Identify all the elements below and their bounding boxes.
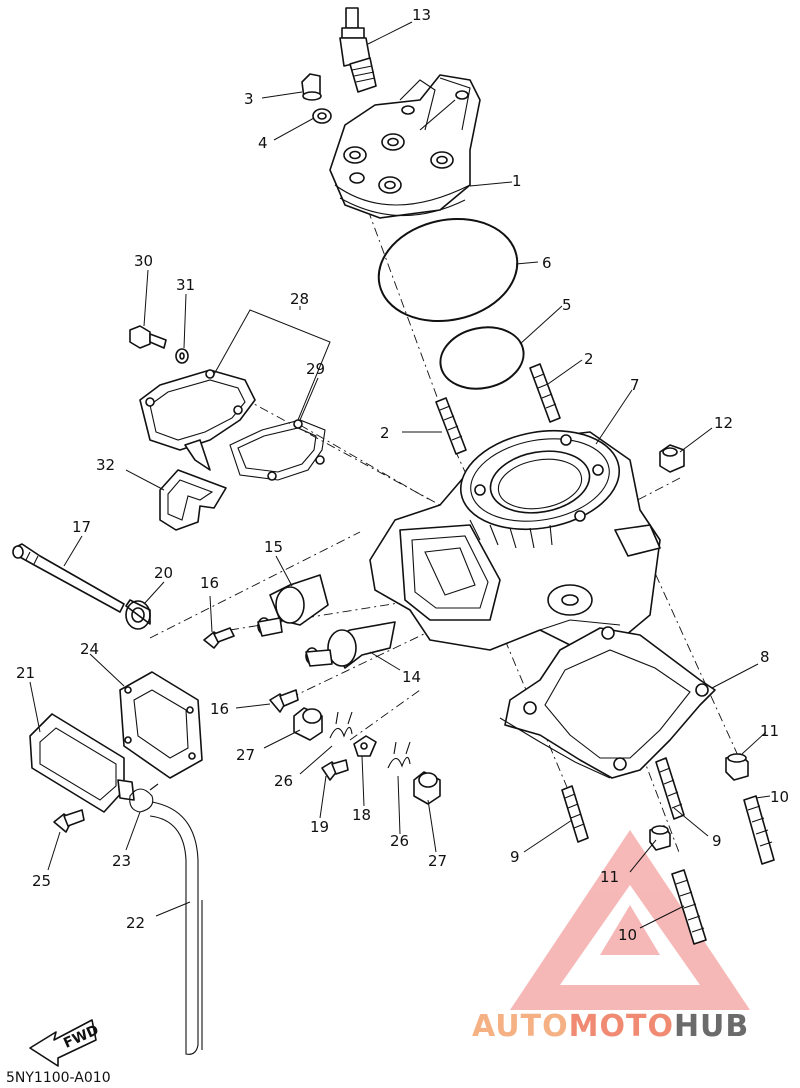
label-13: 13 bbox=[412, 6, 431, 24]
label-11b: 11 bbox=[600, 868, 619, 886]
spring-26-upper bbox=[329, 711, 353, 739]
label-1: 1 bbox=[512, 172, 522, 190]
label-30: 30 bbox=[134, 252, 153, 270]
diagram-code: 5NY1100-A010 bbox=[6, 1070, 111, 1086]
stud-bolt-2-right bbox=[529, 363, 561, 423]
label-14: 14 bbox=[402, 668, 421, 686]
label-21: 21 bbox=[16, 664, 35, 682]
label-15: 15 bbox=[264, 538, 283, 556]
collar-27-lower bbox=[413, 771, 441, 805]
watermark-brand-text: AUTOMOTOHUB bbox=[472, 1009, 749, 1044]
svg-text:AUTOMOTOHUB: AUTOMOTOHUB bbox=[472, 1009, 749, 1044]
nut-11-lower bbox=[649, 825, 671, 851]
label-5: 5 bbox=[562, 296, 572, 314]
label-31: 31 bbox=[176, 276, 195, 294]
base-gasket-8 bbox=[499, 626, 716, 779]
label-10a: 10 bbox=[770, 788, 789, 806]
clamp-23 bbox=[129, 783, 159, 813]
label-23: 23 bbox=[112, 852, 131, 870]
stud-bolt-10-right bbox=[743, 795, 775, 865]
bolt-19 bbox=[321, 759, 349, 781]
screw-16-lower bbox=[269, 689, 299, 713]
label-26a: 26 bbox=[274, 772, 293, 790]
valve-cover-28 bbox=[139, 369, 256, 471]
stud-bolt-9-right bbox=[655, 757, 685, 820]
label-2a: 2 bbox=[584, 350, 594, 368]
label-25: 25 bbox=[32, 872, 51, 890]
hose-22 bbox=[149, 801, 203, 1055]
spark-plug-13 bbox=[339, 7, 377, 93]
gasket-24 bbox=[119, 671, 203, 779]
watermark-auto: AUTO bbox=[472, 1009, 569, 1044]
label-20: 20 bbox=[154, 564, 173, 582]
label-19: 19 bbox=[310, 818, 329, 836]
bushing-20 bbox=[125, 599, 151, 630]
nut-12 bbox=[659, 444, 685, 473]
label-32: 32 bbox=[96, 456, 115, 474]
cover-21 bbox=[29, 713, 135, 813]
label-28: 28 bbox=[290, 290, 309, 308]
gasket-29 bbox=[229, 419, 326, 481]
spring-26-lower bbox=[387, 741, 411, 769]
callout-labels: 1 2 2 3 4 5 6 7 8 9 9 10 10 11 11 12 13 … bbox=[16, 6, 789, 944]
valve-assembly-15 bbox=[257, 574, 329, 637]
label-11a: 11 bbox=[760, 722, 779, 740]
label-18: 18 bbox=[352, 806, 371, 824]
label-22: 22 bbox=[126, 914, 145, 932]
bolt-30 bbox=[129, 325, 167, 349]
screw-25 bbox=[53, 809, 85, 833]
stud-bolt-2-left bbox=[435, 397, 467, 455]
label-16a: 16 bbox=[200, 574, 219, 592]
watermark-hub: HUB bbox=[674, 1009, 749, 1044]
cylinder-head-1 bbox=[329, 74, 481, 219]
label-17: 17 bbox=[72, 518, 91, 536]
o-ring-5 bbox=[439, 326, 525, 390]
watermark-moto: MOTO bbox=[569, 1009, 674, 1044]
label-4: 4 bbox=[258, 134, 268, 152]
label-29: 29 bbox=[306, 360, 325, 378]
rubber-block-32 bbox=[159, 469, 227, 531]
label-27a: 27 bbox=[236, 746, 255, 764]
shaft-17 bbox=[12, 543, 125, 613]
label-10b: 10 bbox=[618, 926, 637, 944]
washer-31 bbox=[175, 348, 189, 364]
stud-bolt-9-left bbox=[561, 785, 589, 843]
label-9b: 9 bbox=[712, 832, 722, 850]
label-3: 3 bbox=[244, 90, 254, 108]
gasket-ring-6 bbox=[377, 217, 519, 323]
label-9a: 9 bbox=[510, 848, 520, 866]
nut-11-right bbox=[725, 753, 749, 781]
label-7: 7 bbox=[630, 376, 640, 394]
cylinder-7 bbox=[369, 429, 661, 651]
label-8: 8 bbox=[760, 648, 770, 666]
washer-4 bbox=[312, 108, 332, 124]
label-16b: 16 bbox=[210, 700, 229, 718]
cap-nut-3 bbox=[301, 73, 322, 101]
label-26b: 26 bbox=[390, 832, 409, 850]
valve-assembly-14 bbox=[305, 621, 396, 669]
stud-bolt-10-lower bbox=[671, 869, 707, 945]
watermark-logo-triangle bbox=[510, 830, 750, 1010]
screw-16-upper bbox=[203, 627, 235, 649]
label-27b: 27 bbox=[428, 852, 447, 870]
label-2b: 2 bbox=[380, 424, 390, 442]
lever-18 bbox=[353, 735, 377, 757]
forward-direction-arrow: FWD bbox=[29, 1019, 101, 1067]
label-12: 12 bbox=[714, 414, 733, 432]
label-6: 6 bbox=[542, 254, 552, 272]
leader-lines bbox=[29, 21, 771, 929]
collar-27-upper bbox=[293, 707, 323, 741]
label-24: 24 bbox=[80, 640, 99, 658]
